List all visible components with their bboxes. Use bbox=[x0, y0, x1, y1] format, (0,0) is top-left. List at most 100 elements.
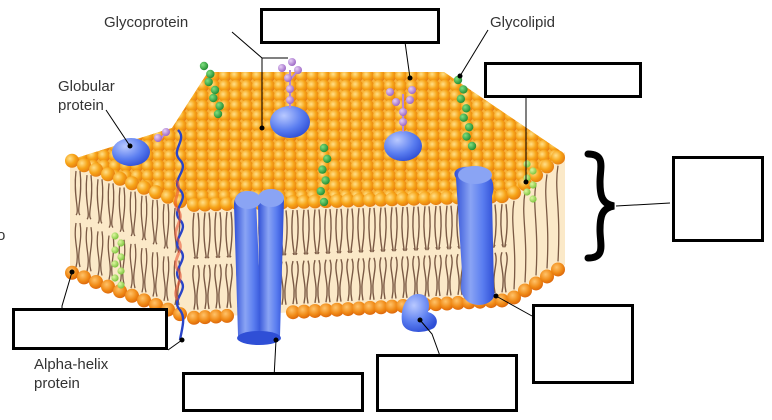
glycolipid-bead bbox=[465, 123, 473, 131]
phospholipid-head bbox=[527, 100, 539, 112]
phospholipid-head bbox=[149, 185, 163, 199]
phospholipid-head bbox=[137, 181, 151, 195]
phospholipid-head bbox=[77, 158, 91, 172]
glycolipid-bead bbox=[204, 78, 212, 86]
phospholipid-head bbox=[551, 151, 565, 165]
glycolipid-bead bbox=[321, 176, 329, 184]
phospholipid-head bbox=[164, 70, 176, 82]
lipid-cluster-bead bbox=[529, 181, 536, 188]
phospholipid-head bbox=[142, 110, 154, 122]
phospholipid-head bbox=[98, 120, 110, 132]
phospholipid-head bbox=[89, 163, 103, 177]
phospholipid-head bbox=[164, 90, 176, 102]
phospholipid-head bbox=[560, 100, 572, 112]
phospholipid-head bbox=[131, 90, 143, 102]
lipid-cluster-bead bbox=[111, 274, 118, 281]
label-globular-protein-line2: protein bbox=[58, 97, 104, 115]
phospholipid-head bbox=[87, 140, 99, 152]
glycolipid-bead bbox=[214, 110, 222, 118]
phospholipid-head bbox=[120, 110, 132, 122]
glycolipid-bead bbox=[215, 102, 223, 110]
phospholipid-head bbox=[175, 100, 187, 112]
glycolipid-bead bbox=[462, 104, 470, 112]
glycoprotein-dome-right bbox=[384, 131, 422, 161]
phospholipid-head bbox=[549, 130, 561, 142]
glycolipid-bead bbox=[200, 62, 208, 70]
glycolipid-bead bbox=[320, 198, 328, 206]
phospholipid-head bbox=[549, 110, 561, 122]
answer-box-top[interactable] bbox=[260, 8, 440, 44]
phospholipid-head bbox=[142, 120, 154, 132]
phospholipid-head bbox=[101, 167, 115, 181]
answer-box-integral-protein[interactable] bbox=[532, 304, 634, 384]
lipid-cluster-bead bbox=[117, 267, 124, 274]
phospholipid-head bbox=[142, 100, 154, 112]
phospholipid-head bbox=[89, 275, 103, 289]
phospholipid-head bbox=[164, 110, 176, 122]
label-alpha-helix-line2: protein bbox=[34, 375, 80, 393]
answer-box-channel-protein[interactable] bbox=[182, 372, 364, 412]
glycolipid-bead bbox=[457, 95, 465, 103]
answer-box-glycolipid[interactable] bbox=[484, 62, 642, 98]
phospholipid-head bbox=[538, 100, 550, 112]
label-alpha-helix-line1: Alpha-helix bbox=[34, 356, 108, 374]
phospholipid-head bbox=[65, 140, 77, 152]
phospholipid-head bbox=[87, 120, 99, 132]
phospholipid-head bbox=[98, 130, 110, 142]
answer-box-phospholipid[interactable] bbox=[12, 308, 168, 350]
phospholipid-head bbox=[175, 90, 187, 102]
lipid-cluster-bead bbox=[529, 167, 536, 174]
phospholipid-head bbox=[142, 90, 154, 102]
phospholipid-head bbox=[549, 120, 561, 132]
glycolipid-bead bbox=[468, 142, 476, 150]
phospholipid-head bbox=[472, 70, 484, 82]
phospholipid-head bbox=[125, 176, 139, 190]
lipid-cluster-bead bbox=[111, 246, 118, 253]
phospholipid-head bbox=[549, 100, 561, 112]
glycolipid-bead bbox=[320, 144, 328, 152]
phospholipid-head bbox=[186, 70, 198, 82]
phospholipid-head bbox=[551, 262, 565, 276]
globular-protein bbox=[112, 138, 150, 166]
phospholipid-head bbox=[560, 120, 572, 132]
phospholipid-head bbox=[560, 110, 572, 122]
lipid-cluster-bead bbox=[111, 232, 118, 239]
label-glycolipid: Glycolipid bbox=[490, 14, 555, 32]
phospholipid-head bbox=[65, 130, 77, 142]
phospholipid-head bbox=[538, 120, 550, 132]
phospholipid-head bbox=[560, 140, 572, 152]
phospholipid-head bbox=[560, 130, 572, 142]
phospholipid-head bbox=[186, 80, 198, 92]
phospholipid-head bbox=[131, 80, 143, 92]
answer-box-bilayer[interactable] bbox=[672, 156, 764, 242]
phospholipid-head bbox=[76, 140, 88, 152]
glycolipid-bead bbox=[317, 187, 325, 195]
answer-box-peripheral-protein[interactable] bbox=[376, 354, 518, 412]
phospholipid-head bbox=[87, 130, 99, 142]
phospholipid-head bbox=[120, 80, 132, 92]
glycolipid-bead bbox=[211, 86, 219, 94]
phospholipid-head bbox=[527, 110, 539, 122]
phospholipid-head bbox=[540, 159, 554, 173]
phospholipid-head bbox=[472, 80, 484, 92]
glycolipid-bead bbox=[459, 85, 467, 93]
lipid-cluster-bead bbox=[111, 260, 118, 267]
phospholipid-head bbox=[120, 120, 132, 132]
label-globular-protein-line1: Globular bbox=[58, 78, 115, 96]
glycolipid-bead bbox=[318, 165, 326, 173]
lipid-cluster-bead bbox=[529, 195, 536, 202]
phospholipid-head bbox=[164, 80, 176, 92]
phospholipid-head bbox=[109, 130, 121, 142]
glycolipid-bead bbox=[209, 94, 217, 102]
phospholipid-head bbox=[109, 100, 121, 112]
phospholipid-head bbox=[131, 120, 143, 132]
lipid-cluster-bead bbox=[523, 188, 530, 195]
phospholipid-head bbox=[120, 100, 132, 112]
phospholipid-head bbox=[153, 70, 165, 82]
phospholipid-head bbox=[527, 120, 539, 132]
edge-cutoff-mark: o bbox=[0, 227, 5, 244]
phospholipid-head bbox=[76, 120, 88, 132]
phospholipid-head bbox=[164, 100, 176, 112]
phospholipid-head bbox=[507, 186, 521, 200]
channel-protein bbox=[234, 189, 284, 345]
